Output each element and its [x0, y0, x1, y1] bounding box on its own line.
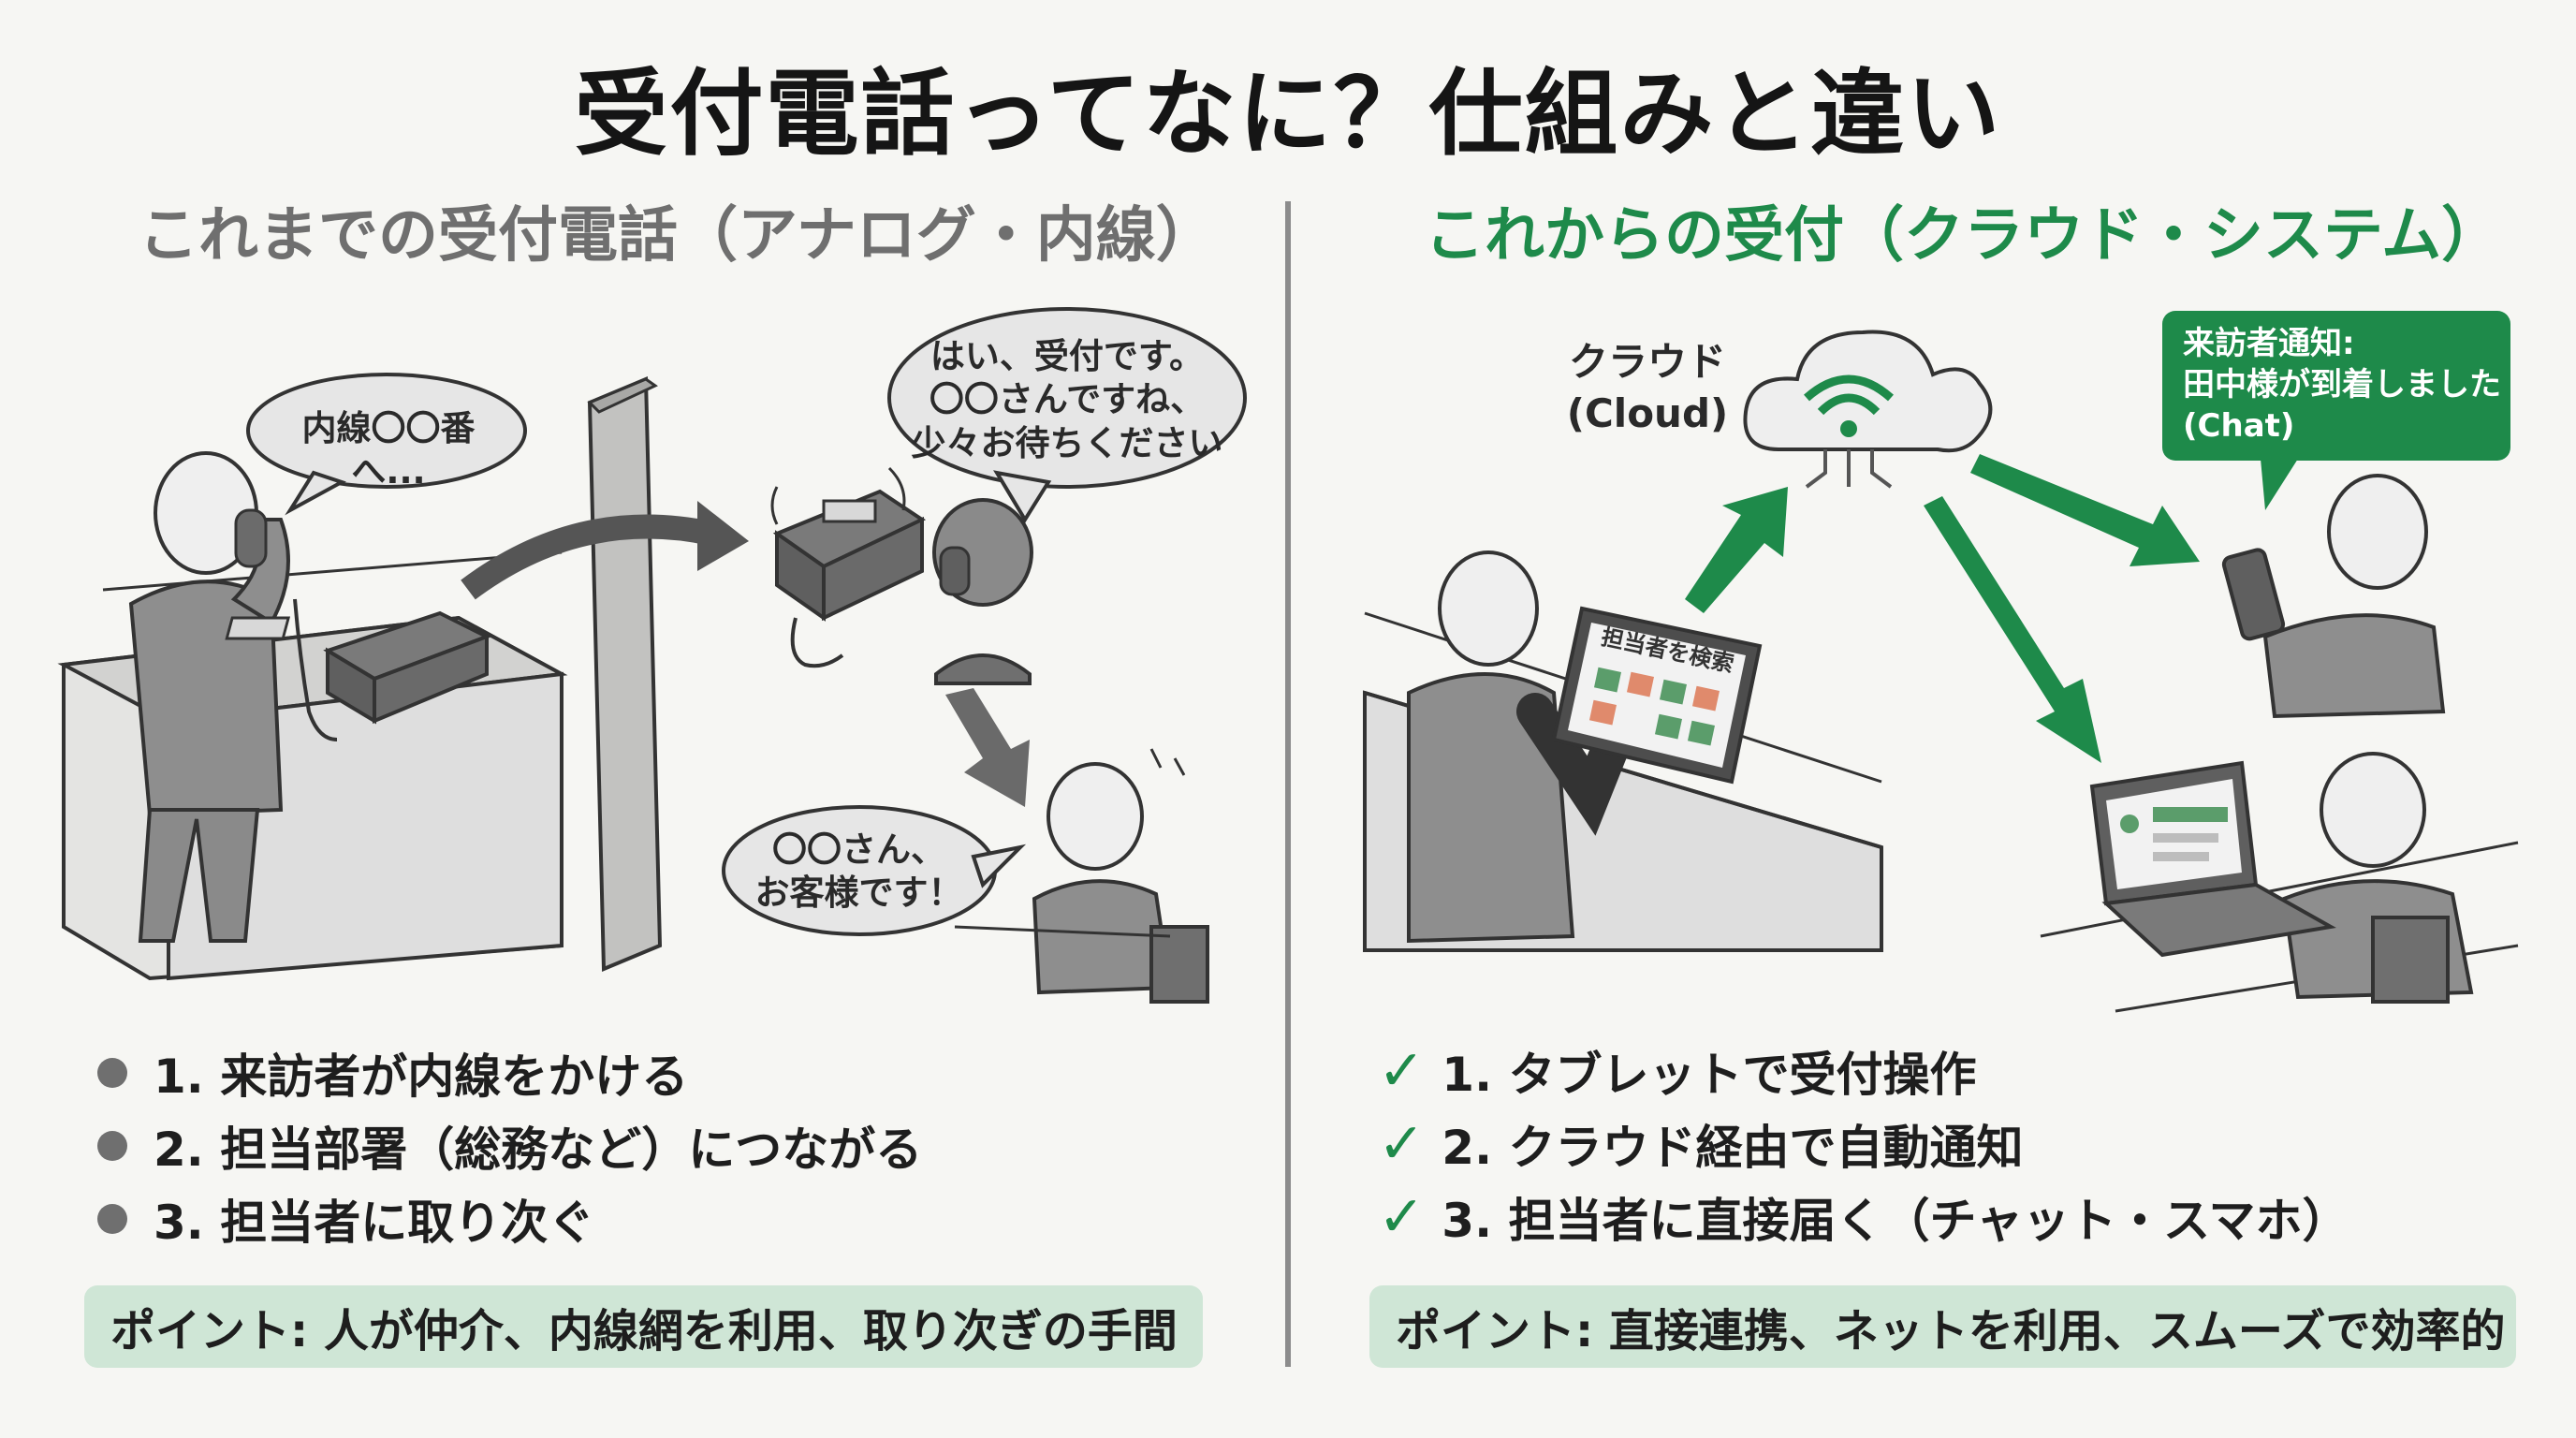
laptop-icon	[2089, 760, 2336, 958]
green-check-icon: ✓	[1378, 1184, 1426, 1250]
left-step-1: 1. 来訪者が内線をかける	[97, 1039, 688, 1107]
gray-dot-icon	[97, 1204, 127, 1234]
smartphone-person-figure	[2221, 474, 2446, 719]
cloud-icon	[1743, 330, 1993, 489]
page-title: 受付電話ってなに？仕組みと違い	[574, 59, 2002, 169]
laptop-person-figure	[2040, 752, 2519, 1013]
arrow-cloud-to-phone	[1970, 454, 2200, 566]
chat-notification-bubble	[2162, 311, 2510, 461]
staff-speech-text: 〇〇さん、 お客様です！	[754, 829, 963, 914]
right-step-2: ✓2. クラウド経由で自動通知	[1378, 1111, 2024, 1177]
smartphone-icon	[2221, 548, 2286, 641]
green-check-icon: ✓	[1378, 1111, 1426, 1177]
staff-figure	[954, 748, 1209, 1004]
right-step-1: ✓1. タブレットで受付操作	[1378, 1038, 1977, 1104]
gray-dot-icon	[97, 1131, 127, 1161]
gray-dot-icon	[97, 1058, 127, 1088]
tablet-visitor-figure	[1407, 550, 1629, 944]
cloud-label: クラウド (Cloud)	[1566, 339, 1729, 436]
analog-reception-illustration	[57, 307, 1247, 1004]
left-step-2: 2. 担当部署（総務など）につながる	[97, 1112, 922, 1180]
visitor-speech-bubble	[246, 373, 527, 489]
tablet-icon	[1551, 606, 1763, 785]
section-divider	[1285, 201, 1291, 1367]
cloud-reception-illustration	[1363, 311, 2519, 1013]
visitor-speech-text: 内線〇〇番へ...	[301, 408, 476, 492]
receptionist-speech-text: はい、受付です。 〇〇さんですね、 少々お待ちください	[911, 336, 1223, 463]
right-point-box: ポイント: 直接連携、ネットを利用、スムーズで効率的	[1369, 1285, 2516, 1368]
green-check-icon: ✓	[1378, 1038, 1426, 1104]
left-point-box: ポイント: 人が仲介、内線網を利用、取り次ぎの手間	[84, 1285, 1203, 1368]
receptionist-speech-bubble	[887, 307, 1247, 489]
arrow-tablet-to-cloud	[1685, 487, 1788, 613]
desk-phone-icon	[225, 598, 491, 741]
arrow-cloud-to-laptop	[1924, 496, 2101, 763]
left-step-3: 3. 担当者に取り次ぐ	[97, 1185, 594, 1253]
right-section-heading: これからの受付（クラウド・システム）	[1425, 201, 2502, 271]
chat-notification-text: 来訪者通知: 田中様が到着しました (Chat)	[2183, 325, 2501, 446]
receptionist-figure	[932, 498, 1033, 685]
receptionist-phone-icon	[770, 466, 927, 668]
right-step-3: ✓3. 担当者に直接届く（チャット・スマホ）	[1378, 1184, 2349, 1250]
left-section-heading: これまでの受付電話（アナログ・内線）	[139, 201, 1216, 271]
